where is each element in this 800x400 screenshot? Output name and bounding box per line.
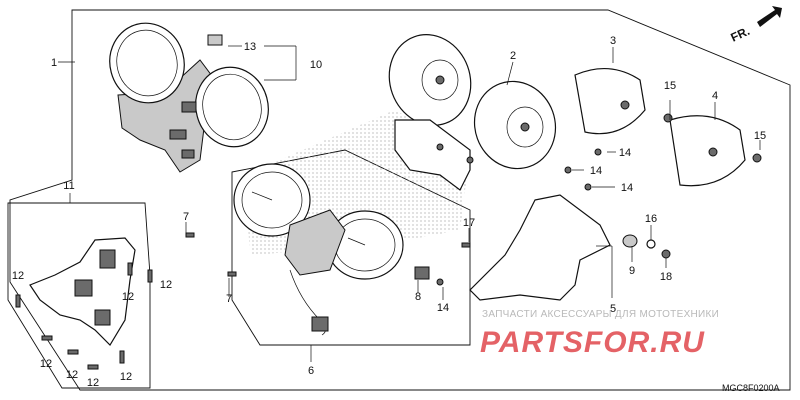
assembly-boundary [9,9,791,391]
meter-lens-assembly [109,22,269,173]
callout-7-upper: 7 [183,211,189,223]
callout-1: 1 [51,57,57,69]
callout-12-e: 12 [66,369,78,381]
callout-12-a: 12 [12,270,24,282]
callout-7-lower: 7 [226,293,232,305]
leader-lines [58,45,761,362]
panel-11-details [74,249,116,326]
callout-14-d: 14 [437,302,449,314]
callout-14-c: 14 [621,182,633,194]
callout-12-f: 12 [87,377,99,389]
bracket-5 [469,194,611,301]
cover-3 [574,67,646,135]
callout-11: 11 [63,180,74,192]
callout-14-a: 14 [619,147,631,159]
front-direction-arrow-icon [757,6,782,27]
callout-4: 4 [712,90,718,102]
watermark-tagline: ЗАПЧАСТИ АКСЕССУАРЫ ДЛЯ МОТОТЕХНИКИ [482,309,719,320]
callout-12-b: 12 [122,291,134,303]
callout-15-a: 15 [664,80,676,92]
meter-assembly-6 [233,163,430,336]
cover-4 [669,115,746,187]
callout-18: 18 [660,271,672,283]
callout-6: 6 [308,365,314,377]
callout-12-g: 12 [120,371,132,383]
callout-5: 5 [610,303,616,315]
callout-3: 3 [610,35,616,47]
callout-16: 16 [645,213,657,225]
callout-17: 17 [463,217,475,229]
callout-2: 2 [510,50,516,62]
callout-15-b: 15 [754,130,766,142]
panel-box-11 [7,202,151,389]
meter-case [388,34,557,191]
diagram-code: MGC8F0200A [722,383,780,393]
callout-10: 10 [310,59,322,71]
callout-9: 9 [629,265,635,277]
callout-12-d: 12 [40,358,52,370]
callout-12-c: 12 [160,279,172,291]
callout-8: 8 [415,291,421,303]
watermark-logo: PARTSFOR.RU [480,326,705,359]
callout-13: 13 [244,41,256,53]
direction-label: FR. [728,24,751,45]
callout-14-b: 14 [590,165,602,177]
